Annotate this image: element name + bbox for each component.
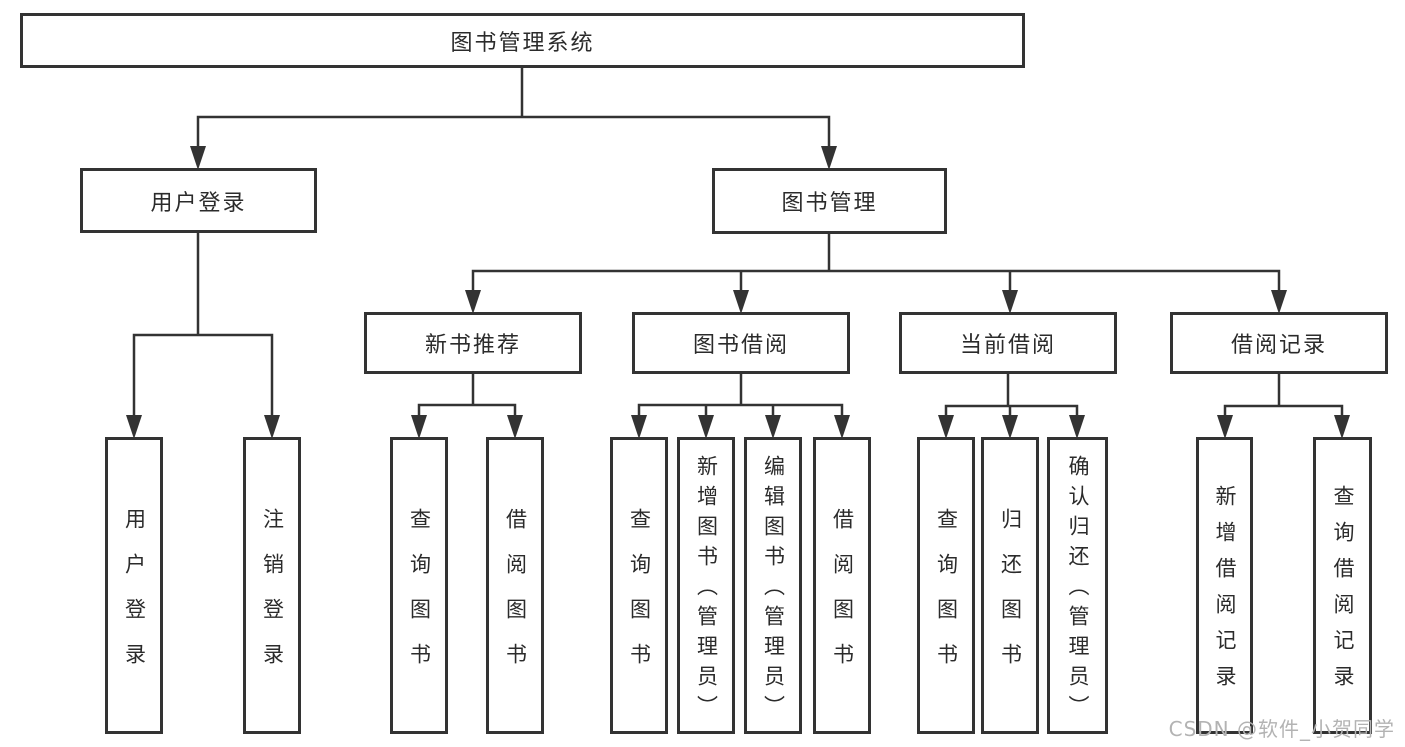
arrowhead xyxy=(1002,415,1018,439)
node-borrow-record-label: 借阅记录 xyxy=(1230,333,1327,358)
arrowhead xyxy=(1271,290,1287,314)
node-leaf-bb-query-books: 查询图书 xyxy=(610,437,668,734)
arrowhead xyxy=(1217,415,1233,439)
node-leaf-cb-query-books: 查询图书 xyxy=(917,437,975,734)
node-new-book-rec-label: 新书推荐 xyxy=(424,333,521,358)
node-leaf-br-add-record-label: 新增借阅记录 xyxy=(1213,485,1237,701)
connector-new-book-rec-children xyxy=(411,372,523,439)
node-leaf-user-login: 用户登录 xyxy=(105,437,163,734)
node-book-borrow: 图书借阅 xyxy=(632,312,850,374)
node-leaf-bb-borrow-books: 借阅图书 xyxy=(813,437,871,734)
arrowhead xyxy=(1334,415,1350,439)
node-leaf-bb-borrow-books-label: 借阅图书 xyxy=(830,507,855,688)
connector-book-mgmt-groups xyxy=(465,232,1287,314)
node-leaf-nb-borrow-books-label: 借阅图书 xyxy=(503,507,528,688)
arrowhead xyxy=(126,415,142,439)
node-leaf-user-login-label: 用户登录 xyxy=(122,507,147,688)
arrowhead xyxy=(765,415,781,439)
arrowhead xyxy=(821,146,837,170)
node-leaf-nb-query-books: 查询图书 xyxy=(390,437,448,734)
node-current-borrow-label: 当前借阅 xyxy=(959,333,1056,358)
arrowhead xyxy=(733,290,749,314)
connector-current-borrow-children xyxy=(938,372,1085,439)
node-leaf-cb-return-books-label: 归还图书 xyxy=(998,507,1023,688)
node-leaf-br-add-record: 新增借阅记录 xyxy=(1196,437,1253,734)
arrowhead xyxy=(631,415,647,439)
connector-book-borrow-children xyxy=(631,372,850,439)
node-new-book-rec: 新书推荐 xyxy=(364,312,582,374)
arrowhead xyxy=(938,415,954,439)
node-leaf-cb-return-books: 归还图书 xyxy=(981,437,1039,734)
node-leaf-cb-query-books-label: 查询图书 xyxy=(934,507,959,688)
arrowhead xyxy=(465,290,481,314)
node-book-mgmt-label: 图书管理 xyxy=(781,191,878,216)
csdn-watermark: CSDN @软件_小贺同学 xyxy=(1168,717,1395,741)
arrowhead xyxy=(834,415,850,439)
arrowhead xyxy=(1002,290,1018,314)
node-leaf-bb-add-books-label: 新增图书（管理员） xyxy=(694,455,719,725)
node-user-login: 用户登录 xyxy=(80,168,317,233)
node-leaf-bb-edit-books-label: 编辑图书（管理员） xyxy=(761,455,786,725)
arrowhead xyxy=(698,415,714,439)
node-leaf-br-query-record: 查询借阅记录 xyxy=(1313,437,1372,734)
node-leaf-bb-query-books-label: 查询图书 xyxy=(627,507,652,688)
node-book-mgmt: 图书管理 xyxy=(712,168,947,234)
node-leaf-cb-confirm-return-label: 确认归还（管理员） xyxy=(1066,455,1090,725)
node-leaf-nb-borrow-books: 借阅图书 xyxy=(486,437,544,734)
arrowhead xyxy=(411,415,427,439)
node-leaf-bb-add-books: 新增图书（管理员） xyxy=(677,437,735,734)
node-leaf-bb-edit-books: 编辑图书（管理员） xyxy=(744,437,802,734)
connector-borrow-record-children xyxy=(1217,372,1350,439)
node-leaf-br-query-record-label: 查询借阅记录 xyxy=(1331,485,1355,701)
arrowhead xyxy=(507,415,523,439)
node-leaf-logout-label: 注销登录 xyxy=(260,507,285,688)
node-root: 图书管理系统 xyxy=(20,13,1025,68)
arrowhead xyxy=(1069,415,1085,439)
arrowhead xyxy=(264,415,280,439)
connector-root-to-branches xyxy=(190,66,837,170)
arrowhead xyxy=(190,146,206,170)
node-root-label: 图书管理系统 xyxy=(450,30,595,56)
connector-user-login-children xyxy=(126,231,280,439)
node-borrow-record: 借阅记录 xyxy=(1170,312,1388,374)
node-leaf-cb-confirm-return: 确认归还（管理员） xyxy=(1047,437,1108,734)
node-book-borrow-label: 图书借阅 xyxy=(692,333,789,358)
node-leaf-nb-query-books-label: 查询图书 xyxy=(407,507,432,688)
node-user-login-label: 用户登录 xyxy=(150,190,247,216)
node-leaf-logout: 注销登录 xyxy=(243,437,301,734)
node-current-borrow: 当前借阅 xyxy=(899,312,1117,374)
